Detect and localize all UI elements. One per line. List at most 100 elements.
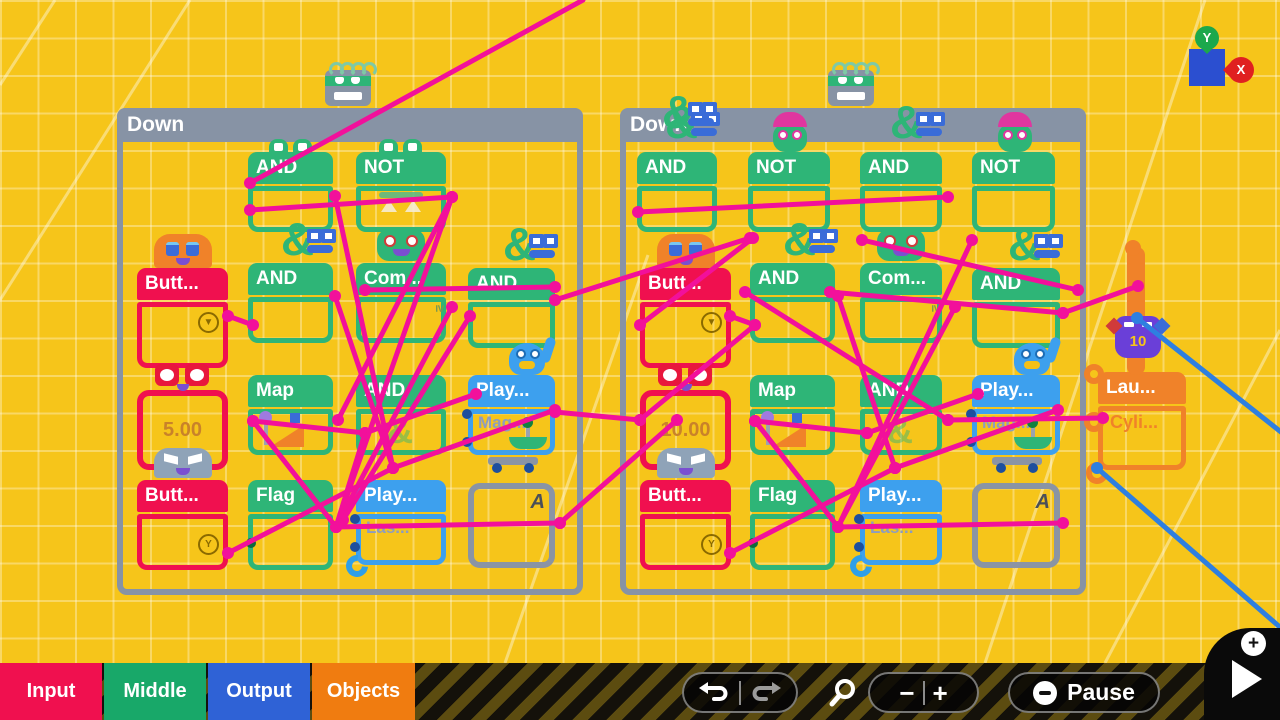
play-node[interactable]: Play...Mag... xyxy=(462,336,557,473)
and-node[interactable]: AND& xyxy=(972,221,1063,348)
notepad-face-icon xyxy=(828,62,880,106)
plus-button-badge[interactable]: + xyxy=(1241,631,1266,656)
group-title: Down xyxy=(630,113,688,136)
node-title: AND xyxy=(860,152,942,184)
and-node[interactable]: AND& xyxy=(860,99,945,232)
node-body xyxy=(750,514,835,570)
button-node[interactable]: Butt...▼ xyxy=(640,234,731,368)
input-port-dot xyxy=(966,409,976,419)
redo-button[interactable] xyxy=(749,680,783,706)
badge-eye xyxy=(1142,322,1152,327)
map-node[interactable]: Map xyxy=(248,375,333,455)
zoom-out-button[interactable]: − xyxy=(899,677,915,708)
node-body xyxy=(637,186,717,232)
input-port-dot xyxy=(854,542,864,552)
launch-object-node[interactable]: Lau... Cyli... xyxy=(1081,364,1186,489)
notepad-eye xyxy=(335,77,344,84)
play-node[interactable]: Play...Las... xyxy=(341,480,446,582)
x-axis-pin: X xyxy=(1228,57,1254,83)
play-node[interactable]: Play... Las... xyxy=(845,480,942,582)
not-node[interactable]: NOT xyxy=(356,139,446,232)
node-body xyxy=(137,302,228,368)
map-node[interactable]: Map xyxy=(750,375,835,455)
minus-button-icon xyxy=(1033,680,1058,705)
zoom-control: − + xyxy=(868,672,979,713)
constant-value: 10.00 xyxy=(640,390,731,470)
and-node[interactable]: AND& xyxy=(750,216,838,343)
node-title: AND xyxy=(356,375,446,407)
node-sublabel: Mag... xyxy=(982,413,1031,432)
node-title: Lau... xyxy=(1098,372,1186,404)
and-node[interactable]: AND& xyxy=(468,221,558,348)
port-donut xyxy=(1084,364,1104,384)
notepad-band xyxy=(325,76,371,86)
input-port-dot xyxy=(350,542,360,552)
node-body xyxy=(860,297,942,343)
group-title: Down xyxy=(127,113,185,136)
zoom-in-button[interactable]: + xyxy=(932,677,948,708)
input-port-dot xyxy=(854,514,864,524)
group-header[interactable]: Down xyxy=(117,108,583,142)
count-badge-value: 10 xyxy=(1129,333,1147,350)
node-title: AND xyxy=(860,375,942,407)
pause-button[interactable]: Pause xyxy=(1008,672,1160,713)
undo-button[interactable] xyxy=(697,680,731,706)
node-sublabel: Cyli... xyxy=(1110,412,1159,432)
input-port-dot xyxy=(462,409,472,419)
node-title: Play... xyxy=(860,480,942,512)
button-node[interactable]: Butt...Y xyxy=(640,448,731,570)
flag-node[interactable]: Flag xyxy=(748,480,835,570)
node-sublabel: Las... xyxy=(366,518,410,537)
and-node[interactable]: AND& xyxy=(248,216,336,343)
node-body xyxy=(248,186,333,232)
node-body xyxy=(356,297,446,343)
comparison-node[interactable]: Com...≥ xyxy=(356,229,448,343)
notepad-curl xyxy=(865,62,880,77)
badge-spike xyxy=(1153,317,1171,335)
pause-label: Pause xyxy=(1067,679,1135,705)
flag-node[interactable]: Flag xyxy=(246,480,333,570)
empty-node[interactable]: A xyxy=(972,483,1060,568)
undo-arrow-icon xyxy=(699,681,728,701)
and-node[interactable]: AND xyxy=(248,139,333,232)
and-node[interactable]: AND& xyxy=(860,375,942,455)
node-body xyxy=(640,302,731,368)
node-body xyxy=(248,297,333,343)
tab-middle[interactable]: Middle xyxy=(104,663,206,720)
dpad-down-glyph: ▼ xyxy=(701,312,722,333)
node-title: Flag xyxy=(750,480,835,512)
greater-equal-glyph: ≥ xyxy=(928,304,944,313)
group-header[interactable]: Down xyxy=(620,108,1086,142)
constant-node[interactable]: 10.00 xyxy=(640,364,731,470)
tab-output[interactable]: Output xyxy=(208,663,310,720)
comparison-node[interactable]: Com...≥ xyxy=(860,229,944,343)
and-node[interactable]: AND& xyxy=(637,99,720,232)
badge-spike xyxy=(1105,317,1123,335)
play-node[interactable]: Play...Mag... xyxy=(966,336,1062,473)
and-node[interactable]: AND& xyxy=(356,375,446,455)
button-node[interactable]: Butt...▼ xyxy=(137,234,228,368)
constant-node[interactable]: 5.00 xyxy=(137,364,228,470)
pill-divider xyxy=(922,680,925,705)
empty-node[interactable]: A xyxy=(468,483,555,568)
button-node[interactable]: Butt...Y xyxy=(137,448,228,570)
node-body xyxy=(972,186,1055,232)
node-body xyxy=(860,186,942,232)
notepad-eye xyxy=(854,77,863,84)
tab-input[interactable]: Input xyxy=(0,663,102,720)
play-button[interactable] xyxy=(1204,628,1280,720)
node-sublabel: Las... xyxy=(870,518,914,537)
node-body xyxy=(356,186,446,232)
node-title: AND xyxy=(637,152,717,184)
magnifier-icon[interactable] xyxy=(826,676,860,710)
tab-objects[interactable]: Objects xyxy=(312,663,415,720)
y-button-glyph: Y xyxy=(198,534,219,555)
port-donut xyxy=(1084,412,1104,432)
text-node-letter: A xyxy=(1035,491,1050,513)
not-node[interactable]: NOT xyxy=(972,112,1055,232)
notepad-eye xyxy=(351,77,360,84)
not-node[interactable]: NOT xyxy=(748,112,830,232)
node-title: AND xyxy=(972,268,1060,300)
